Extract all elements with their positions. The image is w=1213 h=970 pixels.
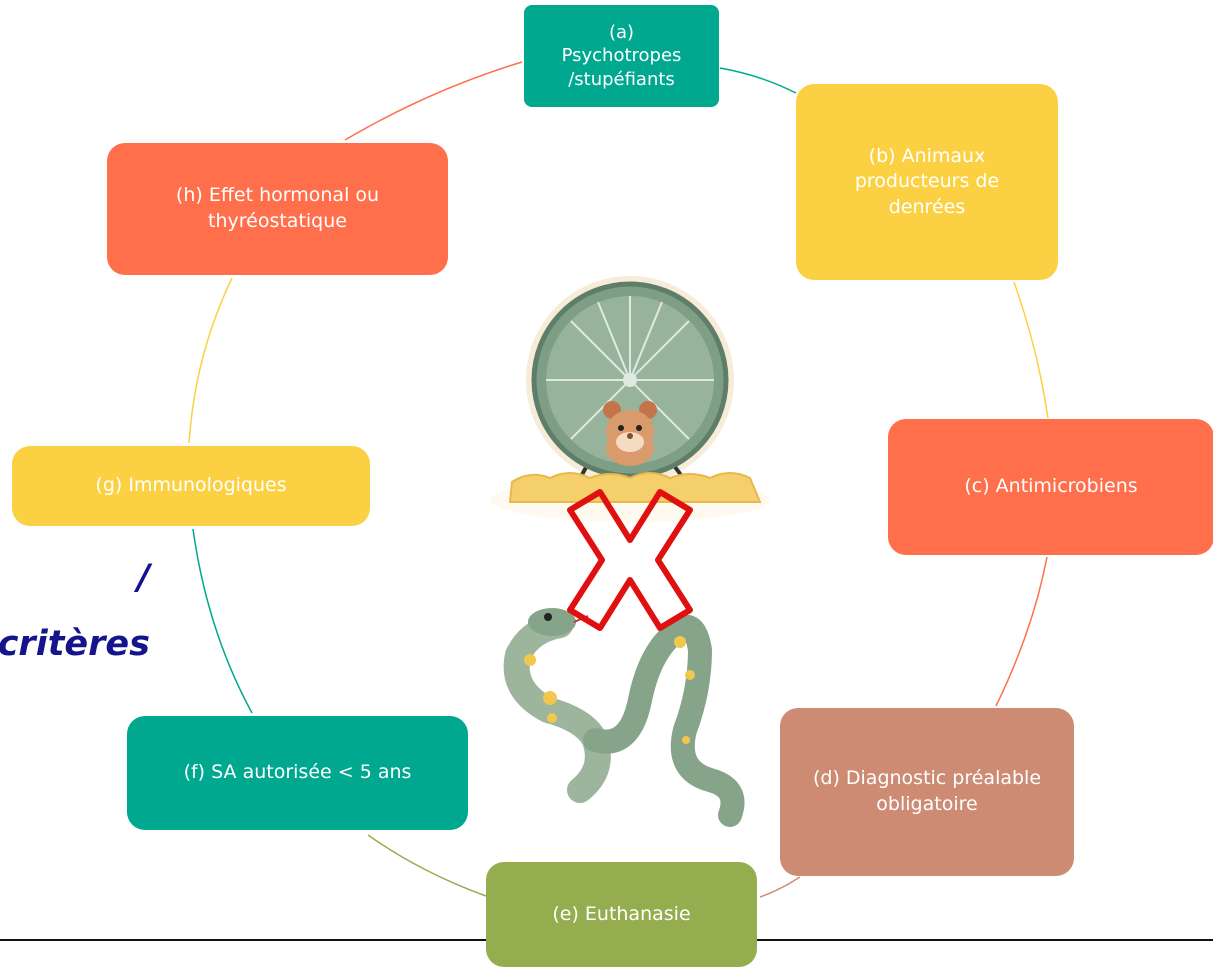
- connector-f-g: [192, 528, 253, 714]
- hamster-wheel-icon: [490, 276, 770, 522]
- bottom-rule-right: [757, 939, 1213, 941]
- node-diagnostic: (d) Diagnostic préalable obligatoire: [780, 708, 1074, 876]
- connector-b-c: [1013, 281, 1049, 419]
- node-e-label: (e) Euthanasie: [552, 902, 691, 925]
- bottom-rule-left: [0, 939, 486, 941]
- node-a-line-3: /stupéfiants: [568, 68, 675, 90]
- connector-d-e: [759, 876, 801, 898]
- node-psychotropes: (a) Psychotropes /stupéfiants: [524, 5, 719, 107]
- snake-icon: [503, 608, 745, 827]
- node-h-label: (h) Effet hormonal ou thyréostatique: [175, 184, 380, 232]
- connector-e-f: [367, 834, 487, 897]
- node-f-label: (f) SA autorisée < 5 ans: [183, 761, 412, 784]
- connector-g-h: [188, 277, 233, 444]
- node-d-label: (d) Diagnostic préalable obligatoire: [812, 767, 1042, 815]
- node-immunologiques: (g) Immunologiques: [12, 446, 370, 526]
- node-b-label: (b) Animaux producteurs de denrées: [854, 144, 1000, 218]
- connector-h-a: [344, 61, 523, 141]
- cross-icon: [567, 489, 693, 631]
- partial-title-line-1: /: [137, 558, 150, 598]
- node-euthanasie: (e) Euthanasie: [486, 862, 757, 967]
- partial-title: / critères: [0, 552, 160, 672]
- node-a-line-2: Psychotropes: [561, 45, 682, 67]
- node-sa-autorisee: (f) SA autorisée < 5 ans: [127, 716, 468, 830]
- node-effet-hormonal: (h) Effet hormonal ou thyréostatique: [107, 143, 448, 275]
- node-a-line-1: (a): [608, 21, 635, 43]
- node-g-label: (g) Immunologiques: [95, 474, 287, 497]
- partial-title-line-2: critères: [0, 624, 150, 664]
- center-illustration: [490, 276, 770, 827]
- connector-a-b: [719, 67, 797, 94]
- node-animaux-producteurs: (b) Animaux producteurs de denrées: [796, 84, 1058, 280]
- node-antimicrobiens: (c) Antimicrobiens: [888, 419, 1213, 555]
- connector-c-d: [995, 556, 1048, 707]
- node-c-label: (c) Antimicrobiens: [964, 475, 1138, 498]
